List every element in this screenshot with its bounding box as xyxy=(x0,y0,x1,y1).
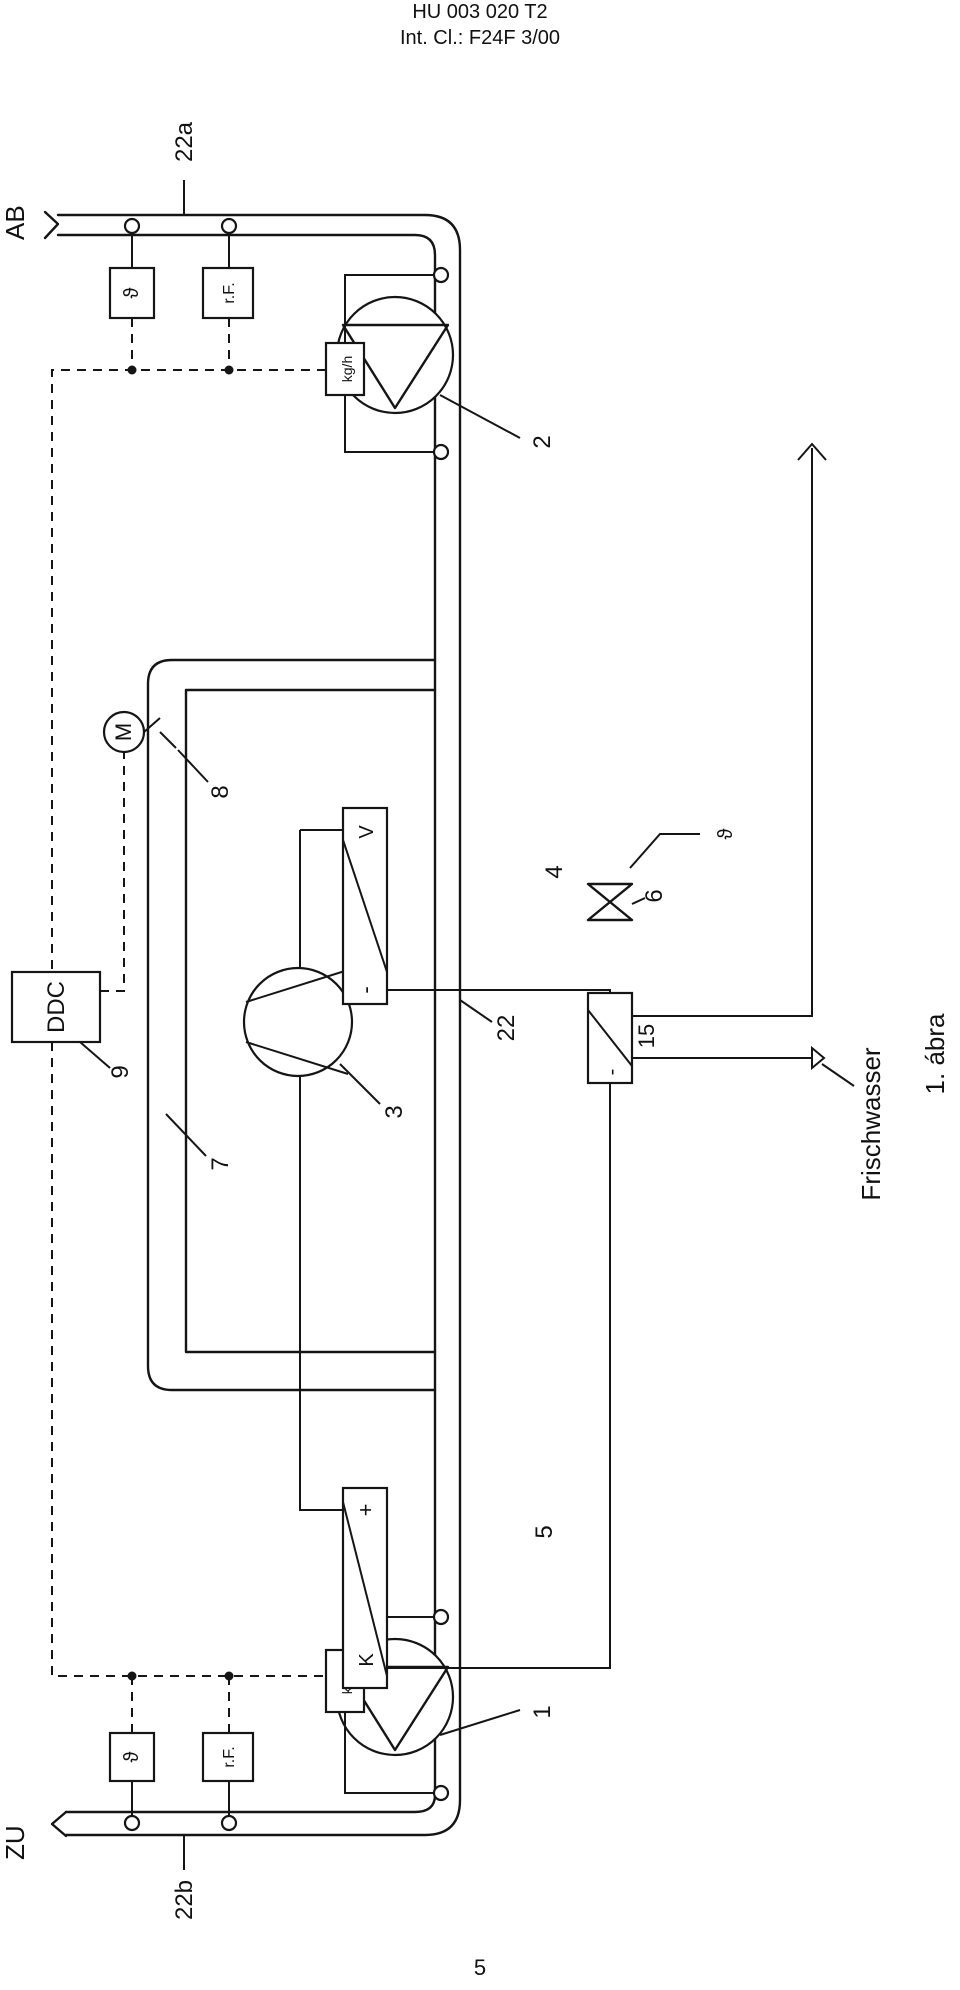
supply-temp-label: ϑ xyxy=(121,1751,143,1762)
condenser-liquid-line xyxy=(387,1083,611,1669)
label-compressor: 3 xyxy=(381,1105,408,1118)
label-damper: 8 xyxy=(207,785,234,798)
label-supply: ZU xyxy=(0,1825,30,1860)
exhaust-flow-box xyxy=(324,341,366,397)
exhaust-temp-port xyxy=(123,217,141,235)
motor-label: M xyxy=(111,723,136,741)
label-supply-duct: 22b xyxy=(171,1880,198,1920)
label-condenser: 5 xyxy=(531,1525,558,1538)
freshwater-supply-line xyxy=(632,448,813,1017)
valve-sensor-line xyxy=(629,833,700,869)
exhaust-humidity-label: r.F. xyxy=(221,282,238,303)
bypass-duct-inner xyxy=(184,688,437,1354)
document-number: HU 003 020 T2 xyxy=(412,1,548,23)
supply-fan-tap-b xyxy=(432,1784,450,1802)
leader-9 xyxy=(79,1041,111,1069)
leader-7 xyxy=(165,1113,207,1157)
label-exhaust: AB xyxy=(0,205,30,240)
leader-2 xyxy=(439,394,521,439)
leader-6 xyxy=(631,897,646,905)
supply-humidity-box xyxy=(201,1731,255,1783)
exhaust-fan-tap-a xyxy=(432,266,450,284)
freshwater-exchanger-diagonal xyxy=(587,1009,633,1067)
label-freshwater: Frischwasser xyxy=(856,1047,886,1200)
exhaust-fan-tap-b xyxy=(432,443,450,461)
damper-linkage xyxy=(143,717,177,749)
control-line-exhaust xyxy=(51,369,326,972)
label-evaporator: 4 xyxy=(541,865,568,878)
supply-humidity-label: r.F. xyxy=(221,1746,238,1767)
exhaust-flow-label: kg/h xyxy=(339,356,355,382)
label-fan-exhaust: 2 xyxy=(529,435,556,448)
exhaust-duct-end xyxy=(43,210,60,240)
label-controller: 9 xyxy=(107,1065,134,1078)
leader-22 xyxy=(459,999,493,1023)
supply-humidity-port xyxy=(220,1814,238,1832)
supply-duct-end xyxy=(50,1810,68,1838)
leader-8 xyxy=(177,749,209,783)
leader-freshwater xyxy=(821,1063,855,1087)
supply-temp-box xyxy=(108,1731,156,1783)
leader-1 xyxy=(439,1709,521,1736)
compressor xyxy=(242,966,354,1078)
junction-dot xyxy=(224,365,234,375)
condenser-diagonal xyxy=(342,1501,388,1677)
label-freshwater-hx: 15 xyxy=(634,1024,659,1048)
main-duct-inner xyxy=(56,233,437,1814)
exhaust-fan-triangle xyxy=(341,323,450,410)
evaporator-minus-label: - xyxy=(353,986,378,993)
supply-temp-port xyxy=(123,1814,141,1832)
junction-dot xyxy=(127,365,137,375)
valve-sensor-label: ϑ xyxy=(715,828,737,839)
evaporator-diagonal xyxy=(342,839,388,973)
exhaust-temp-label: ϑ xyxy=(121,287,143,298)
classification-code: Int. Cl.: F24F 3/00 xyxy=(399,27,561,49)
condenser-k-label: K xyxy=(356,1653,378,1667)
exhaust-humidity-box xyxy=(201,266,255,320)
label-fan-supply: 1 xyxy=(529,1705,556,1718)
compressor-symbol xyxy=(245,969,349,1075)
exhaust-temp-box xyxy=(108,266,156,320)
bypass-duct-outer xyxy=(146,658,437,1392)
label-bypass: 7 xyxy=(207,1157,234,1170)
control-line-supply xyxy=(51,1042,326,1677)
label-exhaust-duct: 22a xyxy=(171,121,198,162)
ddc-controller xyxy=(10,970,102,1044)
evaporator-v-label: V xyxy=(356,825,378,839)
figure-caption: 1. ábra xyxy=(920,1013,950,1094)
ddc-label: DDC xyxy=(43,981,70,1033)
exhaust-humidity-port xyxy=(220,217,238,235)
label-valve: 6 xyxy=(641,889,668,902)
supply-fan-tap-a xyxy=(432,1608,450,1626)
condenser-hot-gas-line xyxy=(299,1390,343,1511)
leader-3 xyxy=(339,1063,381,1105)
label-duct: 22 xyxy=(493,1015,520,1042)
expansion-valve xyxy=(586,882,634,922)
main-duct-outer xyxy=(56,213,462,1837)
condenser-plus-label: + xyxy=(353,1504,378,1517)
junction-dot xyxy=(127,1671,137,1681)
freshwater-arrow xyxy=(797,442,827,461)
freshwater-exchanger-minus: - xyxy=(601,1069,623,1076)
page-number: 5 xyxy=(473,1955,487,1980)
junction-dot xyxy=(224,1671,234,1681)
freshwater-inlet-arrow xyxy=(811,1045,826,1071)
control-line-motor xyxy=(100,752,125,992)
